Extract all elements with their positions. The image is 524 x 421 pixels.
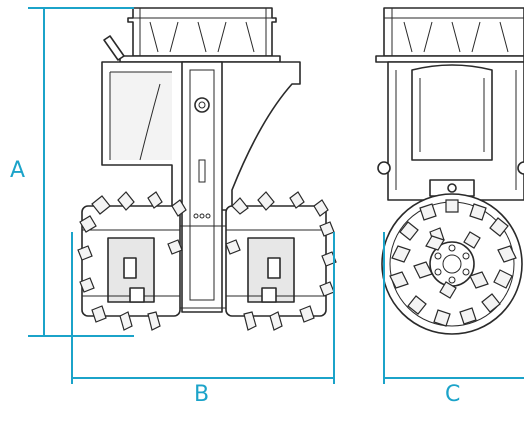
dimension-a bbox=[28, 7, 134, 337]
dimension-b bbox=[71, 232, 335, 384]
dimension-c bbox=[383, 232, 524, 384]
dimension-label-a: A bbox=[10, 158, 26, 183]
front-picks bbox=[77, 191, 337, 331]
dimension-label-b: B bbox=[194, 382, 210, 407]
front-view bbox=[81, 7, 327, 317]
side-picks bbox=[389, 199, 517, 327]
dimension-label-c: C bbox=[445, 382, 461, 407]
